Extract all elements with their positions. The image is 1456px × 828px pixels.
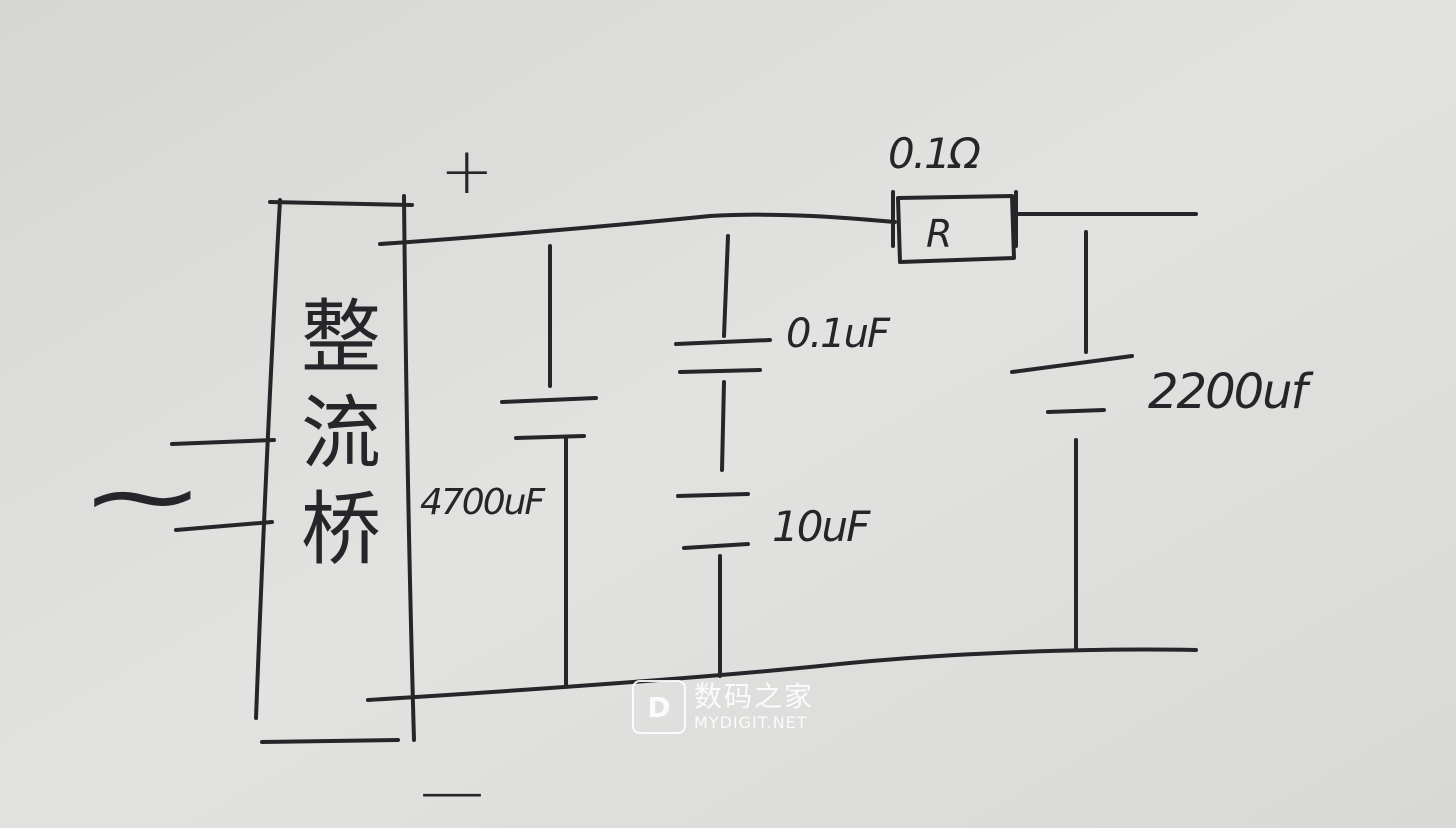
watermark-logo-icon: D xyxy=(632,680,686,734)
resistor-symbol-label: R xyxy=(926,212,952,256)
cap-4700uf-label: 4700uF xyxy=(420,482,545,523)
cap3-plate-bottom xyxy=(682,542,750,550)
bridge-left-edge xyxy=(254,198,282,720)
cap4-plate-top xyxy=(1010,354,1134,374)
watermark-name-cn: 数码之家 xyxy=(694,680,815,714)
bridge-top-edge xyxy=(268,200,414,207)
bridge-bottom-edge xyxy=(260,738,400,744)
ac-lead-upper xyxy=(170,438,276,446)
negative-terminal-label: — xyxy=(420,755,484,828)
positive-rail xyxy=(378,212,897,246)
ac-input-label: ~ xyxy=(78,440,207,552)
cap1-plate-top xyxy=(500,396,598,404)
watermark-name-en: MYDIGIT.NET xyxy=(694,712,808,732)
bridge-char-2: 流 xyxy=(301,387,381,480)
cap2-top-lead xyxy=(722,234,730,338)
resistor-value-label: 0.1Ω xyxy=(888,129,981,178)
bridge-char-3: 桥 xyxy=(301,483,381,576)
bridge-right-edge xyxy=(402,194,416,742)
cap-10uf-label: 10uF xyxy=(772,502,870,551)
cap2-link xyxy=(720,380,726,472)
bridge-char-1: 整 xyxy=(301,291,381,384)
cap2-plate-bottom xyxy=(678,368,762,374)
cap2-plate-top xyxy=(674,338,772,346)
positive-terminal-label: + xyxy=(440,135,494,209)
resistor-body xyxy=(896,194,1016,264)
ac-lead-lower xyxy=(174,520,274,532)
negative-rail xyxy=(366,647,1198,702)
rectifier-bridge-label: 整 流 桥 xyxy=(296,290,386,578)
watermark-text: 数码之家 MYDIGIT.NET xyxy=(694,680,815,732)
site-watermark: D 数码之家 MYDIGIT.NET xyxy=(632,680,814,734)
cap-0-1uf-label: 0.1uF xyxy=(786,311,890,357)
cap3-plate-top xyxy=(676,492,750,498)
cap1-plate-bottom xyxy=(514,434,586,440)
cap-2200uf-label: 2200uf xyxy=(1148,364,1307,420)
cap4-plate-bottom xyxy=(1046,408,1106,414)
